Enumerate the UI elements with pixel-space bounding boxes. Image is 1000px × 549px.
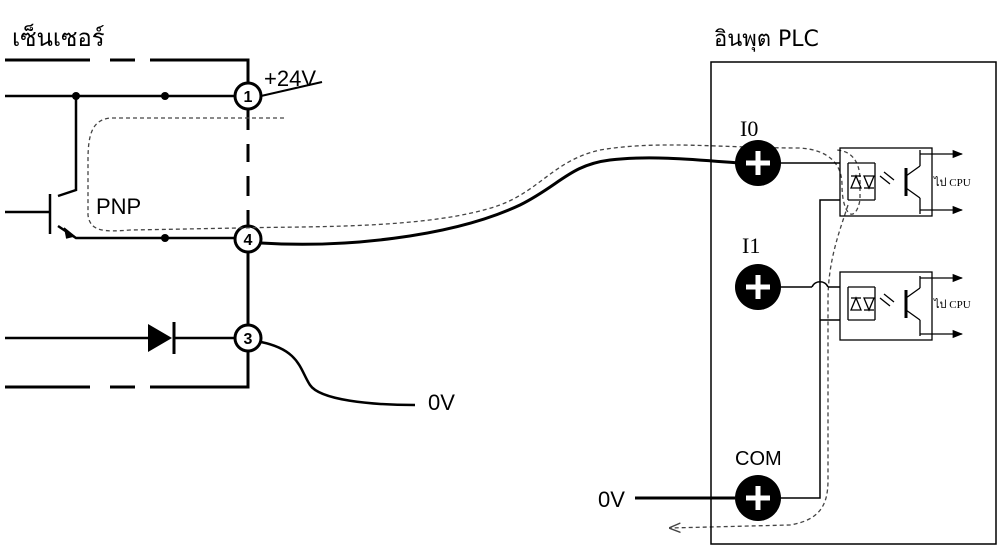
input-i0-label: I0 [740,116,758,141]
input-i0-terminal [735,140,781,186]
junction-dot [161,234,169,242]
terminal-4: 4 [233,224,263,254]
sensor-title: เซ็นเซอร์ [12,23,105,52]
to-cpu-label-2: ไป CPU [933,298,971,311]
sensor-housing [5,58,250,389]
terminal-3: 3 [233,323,263,353]
junction-dot [161,92,169,100]
junction-dot [72,92,80,100]
svg-text:3: 3 [244,331,253,348]
com-label: COM [735,448,782,470]
current-flow-path [87,117,861,232]
plc-internal-wiring [780,162,840,499]
pnp-emitter-arrow-icon [63,227,76,239]
current-return-path [670,204,849,528]
sensor-internal-wiring [5,94,236,340]
plc-title: อินพุต PLC [714,27,819,52]
plus24v-label: +24V [264,66,316,91]
plus24v-wire [260,81,323,97]
optocoupler-icon [839,271,964,341]
pnp-label: PNP [96,194,141,219]
svg-text:4: 4 [244,232,253,249]
to-cpu-label-1: ไป CPU [933,176,971,189]
diode-icon [148,322,176,354]
input-i1-terminal [735,264,781,310]
zero-v-wire [260,340,416,407]
signal-cable [260,156,739,246]
svg-text:1: 1 [244,89,253,106]
zero-v-label-com: 0V [598,487,625,512]
zero-v-label-sensor: 0V [428,390,455,415]
plc-input-module [710,61,997,545]
input-i1-label: I1 [742,233,760,258]
optocoupler-icon [839,147,964,217]
terminal-1: 1 [233,81,263,111]
com-terminal [735,475,781,521]
